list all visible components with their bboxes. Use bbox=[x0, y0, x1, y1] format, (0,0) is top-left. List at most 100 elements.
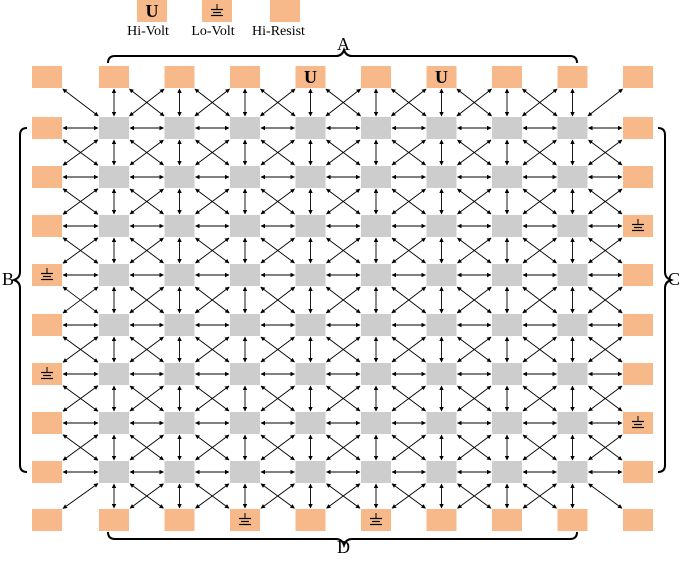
electrode-right bbox=[623, 117, 653, 139]
grid-node bbox=[557, 461, 588, 483]
link-diagonal bbox=[260, 286, 296, 314]
link-diagonal bbox=[260, 139, 295, 166]
grid-node bbox=[230, 264, 260, 286]
electrode-bottom bbox=[492, 509, 522, 531]
link-corner bbox=[62, 88, 99, 117]
grid-node bbox=[230, 412, 260, 434]
link-electrode-diagonal bbox=[588, 385, 623, 412]
grid-node bbox=[99, 461, 129, 483]
ground-icon bbox=[632, 219, 644, 232]
electrode-top bbox=[361, 66, 391, 88]
grid-node bbox=[492, 117, 522, 139]
electrode-right bbox=[623, 215, 653, 237]
grid-node bbox=[230, 363, 260, 385]
link-diagonal bbox=[326, 188, 361, 215]
electrode-right bbox=[623, 264, 653, 286]
electrode-bottom bbox=[426, 509, 457, 531]
link-diagonal bbox=[522, 237, 557, 264]
link-electrode-diagonal bbox=[129, 88, 165, 117]
grid-node bbox=[557, 314, 588, 336]
grid-node bbox=[492, 412, 522, 434]
link-electrode-diagonal bbox=[587, 286, 623, 314]
grid-node bbox=[557, 117, 588, 139]
grid-node bbox=[164, 264, 195, 286]
grid-node bbox=[295, 314, 326, 336]
bracket-bottom bbox=[107, 531, 578, 549]
grid-node bbox=[492, 461, 522, 483]
link-diagonal bbox=[457, 188, 492, 215]
link-diagonal bbox=[129, 286, 165, 314]
grid-node bbox=[164, 412, 195, 434]
link-diagonal bbox=[522, 336, 557, 363]
grid-node bbox=[164, 314, 195, 336]
grid-node bbox=[99, 215, 129, 237]
link-diagonal bbox=[260, 188, 295, 215]
grid-node bbox=[361, 461, 391, 483]
electrode-right bbox=[623, 412, 653, 434]
grid-node bbox=[295, 412, 326, 434]
hi-volt-symbol: U bbox=[145, 0, 159, 21]
grid-node bbox=[557, 166, 588, 188]
link-diagonal bbox=[391, 336, 426, 363]
grid-node bbox=[426, 314, 457, 336]
legend-lo-volt: Lo-Volt bbox=[191, 0, 237, 40]
link-electrode-diagonal bbox=[522, 88, 558, 117]
link-corner bbox=[62, 483, 99, 509]
link-electrode-diagonal bbox=[62, 434, 99, 461]
grid-node bbox=[230, 117, 260, 139]
grid-node bbox=[426, 461, 457, 483]
link-diagonal bbox=[522, 286, 558, 314]
ground-icon bbox=[632, 416, 644, 429]
link-electrode-diagonal bbox=[129, 483, 164, 509]
link-diagonal bbox=[195, 336, 230, 363]
link-diagonal bbox=[391, 237, 426, 264]
link-diagonal bbox=[326, 434, 361, 461]
grid-node bbox=[426, 412, 457, 434]
ground-icon bbox=[211, 4, 223, 17]
link-diagonal bbox=[194, 286, 230, 314]
link-electrode-diagonal bbox=[457, 483, 492, 509]
grid-node bbox=[426, 166, 457, 188]
link-diagonal bbox=[522, 434, 557, 461]
electrode-corner bbox=[32, 66, 62, 88]
electrode-left bbox=[32, 215, 62, 237]
link-diagonal bbox=[195, 237, 230, 264]
electrode-bottom bbox=[295, 509, 326, 531]
grid-node bbox=[230, 461, 260, 483]
link-diagonal bbox=[325, 286, 361, 314]
bracket-right bbox=[657, 127, 675, 473]
link-electrode-diagonal bbox=[260, 483, 295, 509]
electrode-corner bbox=[623, 509, 653, 531]
grid-node bbox=[361, 166, 391, 188]
electrode-top bbox=[164, 66, 195, 88]
electrode-left bbox=[32, 166, 62, 188]
link-electrode-diagonal bbox=[325, 88, 361, 117]
electrode-top: U bbox=[295, 66, 326, 88]
link-electrode-diagonal bbox=[588, 336, 623, 363]
grid-node bbox=[426, 215, 457, 237]
side-label-c: C bbox=[668, 269, 681, 289]
link-electrode-diagonal bbox=[588, 434, 623, 461]
ground-icon bbox=[41, 367, 53, 380]
electrode-bottom bbox=[361, 509, 391, 531]
grid-node bbox=[230, 314, 260, 336]
link-electrode-diagonal bbox=[456, 88, 492, 117]
link-diagonal bbox=[260, 237, 295, 264]
grid-node bbox=[557, 363, 588, 385]
link-diagonal bbox=[457, 139, 492, 166]
link-electrode-diagonal bbox=[62, 139, 99, 166]
electrode-left bbox=[32, 264, 62, 286]
electrode-right bbox=[623, 461, 653, 483]
link-diagonal bbox=[522, 188, 557, 215]
brackets-layer bbox=[10, 46, 675, 549]
grid-node bbox=[557, 412, 588, 434]
grid-node bbox=[295, 461, 326, 483]
link-diagonal bbox=[195, 139, 230, 166]
electrode-top bbox=[557, 66, 588, 88]
link-electrode-diagonal bbox=[588, 237, 623, 264]
hi-resist-swatch bbox=[270, 0, 300, 22]
link-electrode-diagonal bbox=[195, 483, 230, 509]
electrode-bottom bbox=[164, 509, 195, 531]
